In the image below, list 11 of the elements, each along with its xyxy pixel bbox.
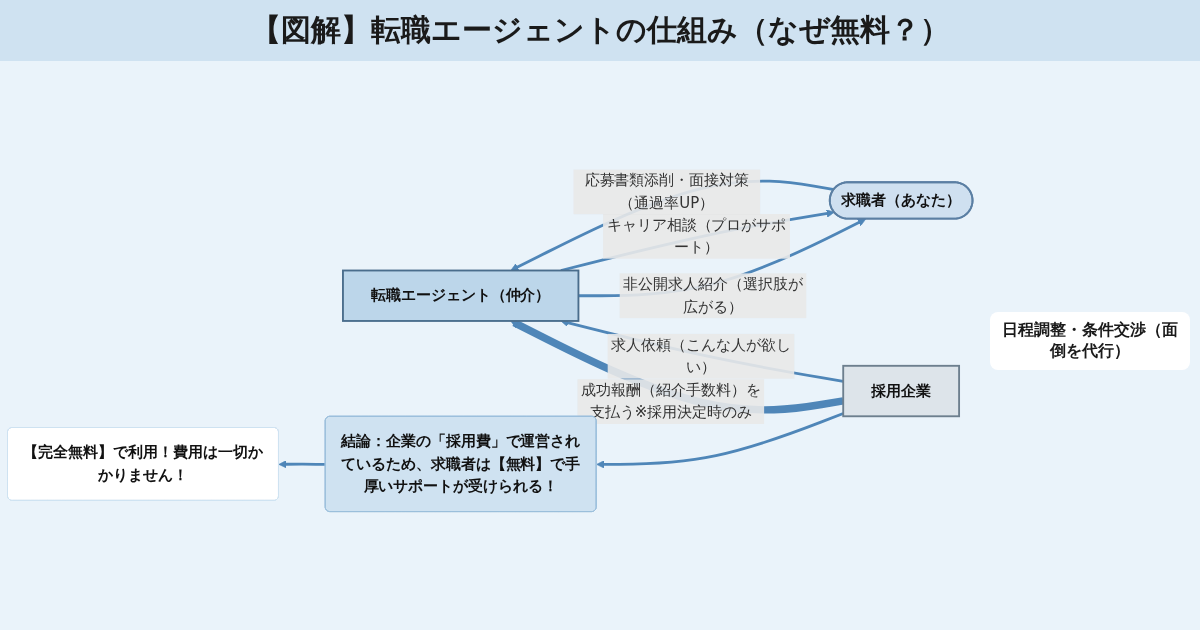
arrow <box>510 180 835 272</box>
edge-label: 応募書類添削・面接対策（通過率UP） <box>584 171 750 212</box>
title: 【図解】転職エージェントの仕組み（なぜ無料？） <box>0 0 1200 61</box>
arrow <box>278 460 326 469</box>
arrow <box>596 412 844 469</box>
note-text: 日程調整・条件交渉（面倒を代行） <box>990 312 1190 370</box>
edge-label: 非公開求人紹介（選択肢が広がる） <box>623 275 803 316</box>
edge-label: キャリア相談（プロがサポート） <box>606 216 787 257</box>
edge-label: 求人依頼（こんな人が欲しい） <box>611 336 791 377</box>
node-box: 転職エージェント（仲介） <box>342 270 580 323</box>
node-box: 採用企業 <box>842 365 961 418</box>
